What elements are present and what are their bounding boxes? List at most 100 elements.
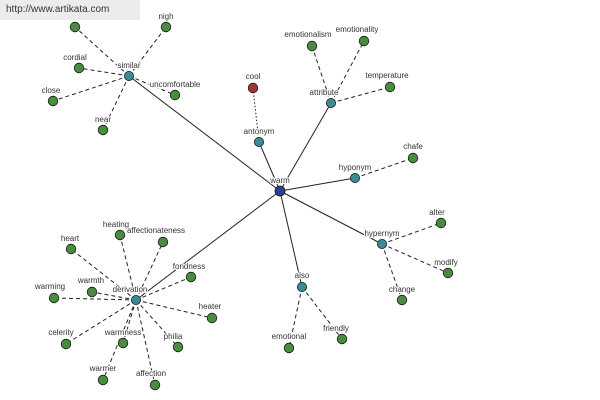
label-emotional: emotional (272, 332, 307, 341)
watermark-url: http://www.artikata.com (0, 0, 140, 20)
node-affectionateness[interactable] (157, 236, 169, 248)
edge-warm-also (279, 190, 303, 288)
node-celerity[interactable] (60, 338, 72, 350)
node-emotional[interactable] (283, 342, 295, 354)
label-chafe: chafe (403, 142, 423, 151)
graph-labels: warmsimilarantonymattributehyponymhypern… (33, 11, 459, 379)
edge-attribute-temperature (330, 86, 391, 104)
label-temperature: temperature (365, 71, 409, 80)
label-similar: similar (117, 61, 140, 70)
label-fondness: fondness (173, 262, 205, 271)
node-nigh[interactable] (160, 21, 172, 33)
label-attribute: attribute (310, 88, 339, 97)
edge-similar-near (102, 75, 130, 131)
label-heart: heart (61, 234, 80, 243)
edge-derivation-philia (135, 299, 179, 348)
label-warming: warming (34, 282, 65, 291)
edge-warm-similar (128, 75, 281, 192)
label-affection: affection (136, 369, 166, 378)
edge-derivation-heater (135, 299, 213, 319)
node-attribute[interactable] (325, 98, 336, 109)
node-similar-top[interactable] (69, 21, 81, 33)
label-affectionateness: affectionateness (127, 226, 185, 235)
node-alter[interactable] (435, 217, 447, 229)
edge-warm-attribute (279, 102, 332, 192)
edge-warm-hyponym (279, 177, 356, 192)
label-warmth: warmth (77, 276, 104, 285)
node-hyponym[interactable] (349, 172, 360, 183)
node-philia[interactable] (172, 341, 184, 353)
graph-edges (52, 26, 449, 386)
label-derivation: derivation (113, 285, 148, 294)
label-uncomfortable: uncomfortable (150, 80, 201, 89)
node-warmness[interactable] (117, 337, 129, 349)
node-heating[interactable] (114, 229, 126, 241)
node-emotionalism[interactable] (306, 40, 318, 52)
label-celerity: celerity (48, 328, 73, 337)
edge-similar-cordial (78, 67, 130, 77)
node-hypernym[interactable] (376, 238, 387, 249)
node-friendly[interactable] (336, 333, 348, 345)
label-modify: modify (434, 258, 458, 267)
node-heart[interactable] (65, 243, 77, 255)
edge-similar-similar-top (74, 26, 130, 77)
edge-hypernym-change (381, 243, 403, 301)
node-antonym[interactable] (253, 136, 264, 147)
label-emotionality: emotionality (336, 25, 379, 34)
graph-nodes (47, 21, 454, 391)
node-change[interactable] (396, 294, 408, 306)
label-warmness: warmness (104, 328, 141, 337)
edge-also-emotional (288, 286, 303, 349)
node-warm[interactable] (274, 185, 286, 197)
node-cordial[interactable] (73, 62, 85, 74)
node-uncomfortable[interactable] (169, 89, 181, 101)
node-warming[interactable] (48, 292, 60, 304)
edge-warm-antonym (258, 141, 281, 192)
label-friendly: friendly (323, 324, 349, 333)
node-cool[interactable] (247, 82, 259, 94)
node-modify[interactable] (442, 267, 454, 279)
edge-similar-uncomfortable (128, 75, 176, 96)
label-cordial: cordial (63, 53, 87, 62)
edge-warm-derivation (135, 190, 281, 301)
node-warmth[interactable] (86, 286, 98, 298)
label-change: change (389, 285, 416, 294)
label-near: near (95, 115, 111, 124)
label-warmer: warmer (89, 364, 117, 373)
edge-similar-close (52, 75, 130, 102)
edge-derivation-warmness (122, 299, 137, 344)
node-affection[interactable] (149, 379, 161, 391)
node-heater[interactable] (206, 312, 218, 324)
edge-attribute-emotionality (330, 40, 365, 104)
label-alter: alter (429, 208, 445, 217)
node-similar[interactable] (124, 71, 135, 82)
label-philia: philia (164, 332, 183, 341)
edge-derivation-fondness (135, 276, 192, 301)
label-cool: cool (246, 72, 261, 81)
node-derivation[interactable] (130, 294, 141, 305)
edge-attribute-emotionalism (311, 45, 332, 104)
edge-derivation-warmth (91, 291, 137, 301)
edge-derivation-affectionateness (135, 241, 164, 301)
node-chafe[interactable] (407, 152, 419, 164)
node-emotionality[interactable] (358, 35, 370, 47)
edge-hypernym-alter (381, 222, 442, 245)
label-also: also (295, 271, 310, 280)
edge-derivation-celerity (65, 299, 137, 345)
edge-warm-hypernym (279, 190, 383, 245)
node-close[interactable] (47, 95, 59, 107)
node-temperature[interactable] (384, 81, 396, 93)
label-emotionalism: emotionalism (284, 30, 331, 39)
edge-derivation-warming (53, 297, 137, 301)
edge-hypernym-modify (381, 243, 449, 274)
label-antonym: antonym (244, 127, 275, 136)
node-warmer[interactable] (97, 374, 109, 386)
label-nigh: nigh (158, 12, 173, 21)
edge-similar-nigh (128, 26, 167, 77)
label-close: close (42, 86, 61, 95)
label-hyponym: hyponym (339, 163, 372, 172)
node-fondness[interactable] (185, 271, 197, 283)
node-also[interactable] (296, 281, 307, 292)
node-near[interactable] (97, 124, 109, 136)
